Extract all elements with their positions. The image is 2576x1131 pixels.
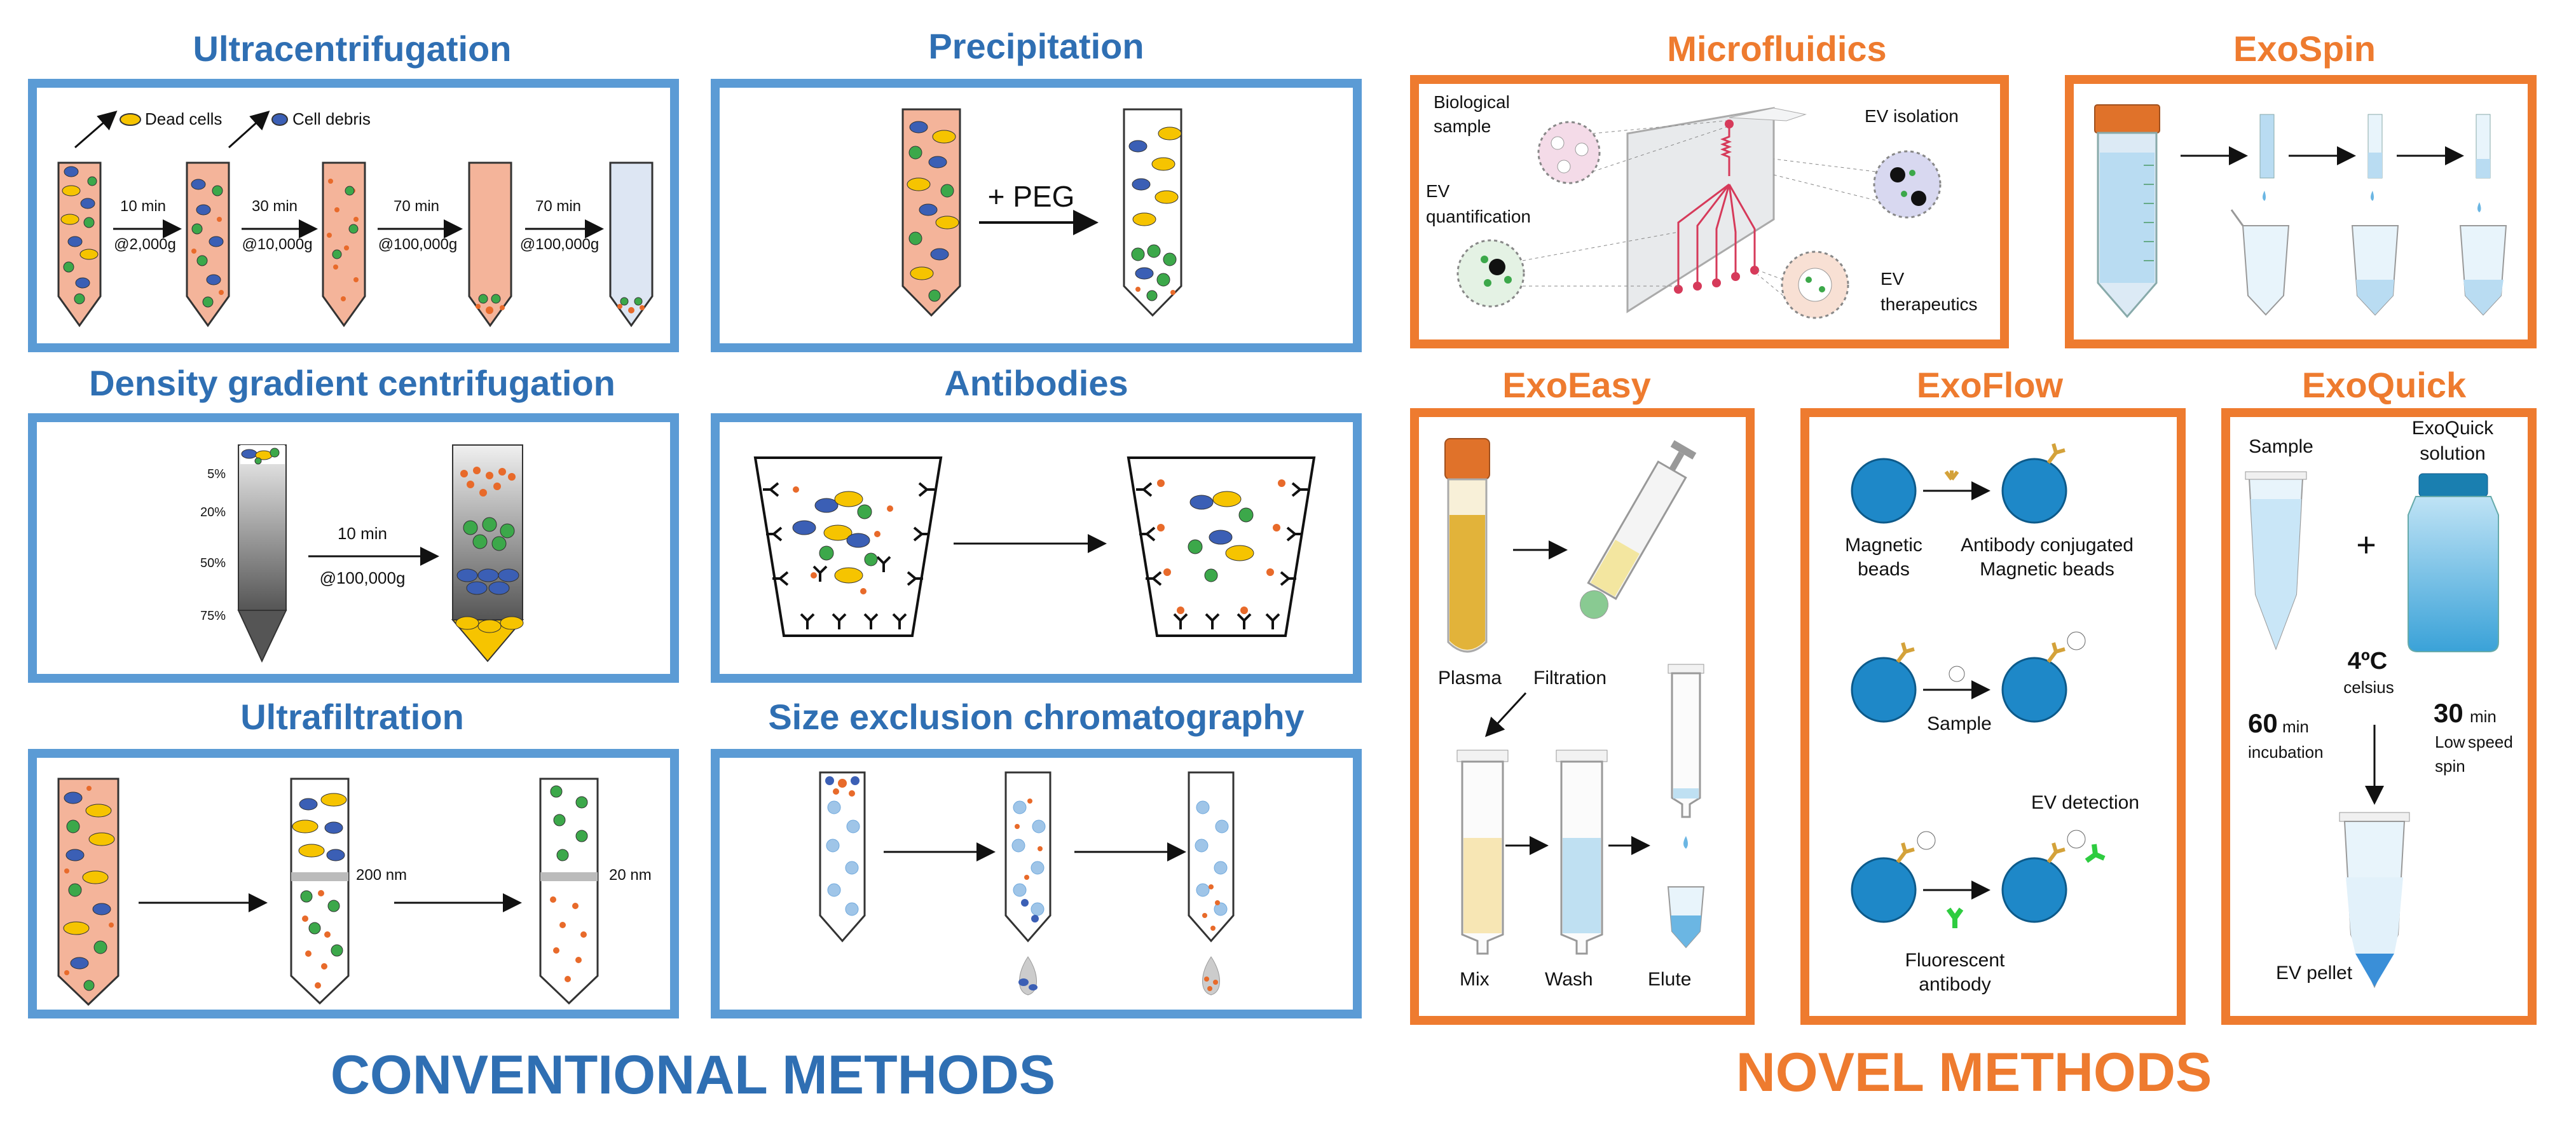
antibody-well-2 [1127, 456, 1316, 637]
uc-step-1-force: @2,000g [114, 236, 176, 253]
exoeasy-diagram: Plasma Filtration Mix Wash [1438, 438, 1705, 990]
ab-beads-label-2: Magnetic beads [1980, 559, 2114, 580]
exoquick-diagram: Sample + ExoQuick solution 4ºC celsius 6… [2245, 418, 2513, 989]
exoquick-solution-label-1: ExoQuick [2412, 418, 2494, 439]
mix-label: Mix [1460, 969, 1490, 990]
density-gradient-diagram: 5% 20% 50% 75% 10 min @100,000g [200, 444, 524, 663]
sample-label: Sample [1927, 713, 1992, 734]
dead-cells-legend-text: Dead cells [145, 109, 222, 128]
antibody-well-1 [753, 456, 943, 637]
spin-label-low: Low [2435, 732, 2465, 751]
ultracentrifugation-title: Ultracentrifugation [193, 29, 512, 69]
magnetic-bead-icon [1851, 458, 1917, 524]
ev-therapeutics-label-2: therapeutics [1881, 294, 1978, 314]
exospin-title: ExoSpin [2233, 29, 2376, 69]
biological-sample-label-1: Biological [1434, 92, 1510, 112]
microfluidic-chip [1626, 107, 1775, 313]
peg-label: + PEG [988, 180, 1075, 213]
uc-tube-3 [322, 161, 366, 327]
density-level-50: 50% [200, 556, 226, 570]
incubation-unit: min [2282, 717, 2309, 736]
density-level-20: 20% [200, 505, 226, 519]
precipitation-panel [711, 79, 1362, 352]
novel-methods-label: NOVEL METHODS [1736, 1042, 2212, 1103]
uc-tube-4 [468, 161, 512, 327]
density-gradient-title: Density gradient centrifugation [89, 363, 615, 403]
exoflow-diagram: Magnetic beads Antibody conjugated Magne… [1845, 443, 2139, 995]
sec-diagram [819, 771, 1235, 996]
ultrafiltration-title: Ultrafiltration [240, 697, 464, 737]
sec-title: Size exclusion chromatography [768, 697, 1305, 737]
density-force: @100,000g [320, 568, 406, 587]
microfluidics-title: Microfluidics [1667, 29, 1887, 69]
ab-beads-label-1: Antibody conjugated [1961, 535, 2134, 556]
cell-debris-legend-text: Cell debris [292, 109, 371, 128]
filter-200nm-label: 200 nm [356, 867, 407, 884]
incubation-value: 60 [2248, 708, 2278, 738]
uc-step-3-force: @100,000g [378, 236, 457, 253]
filtration-label: Filtration [1533, 668, 1607, 689]
uc-step-4-time: 70 min [535, 198, 581, 215]
precip-tube-after [1123, 108, 1182, 317]
ultrafiltration-diagram: 200 nm 20 nm [57, 778, 652, 1006]
density-level-75: 75% [200, 609, 226, 623]
ultracentrifugation-diagram: Dead cells Cell debris [57, 109, 654, 327]
spin-value: 30 [2434, 698, 2463, 728]
precipitation-title: Precipitation [928, 26, 1144, 66]
uc-step-2-force: @10,000g [242, 236, 312, 253]
ev-isolation-label: EV isolation [1865, 106, 1959, 126]
ev-therapeutics-label-1: EV [1881, 269, 1905, 289]
fluorescent-label-2: antibody [1919, 974, 1990, 995]
density-time: 10 min [338, 524, 387, 543]
density-level-5: 5% [207, 467, 226, 481]
plus-sign: + [2356, 526, 2376, 564]
plasma-label: Plasma [1438, 668, 1502, 689]
magnetic-beads-label-2: beads [1858, 559, 1910, 580]
uc-step-1-time: 10 min [120, 198, 166, 215]
dead-cell-legend-icon [120, 113, 141, 126]
ev-quantification-label-2: quantification [1426, 207, 1531, 226]
antibodies-title: Antibodies [944, 363, 1128, 403]
exoflow-title: ExoFlow [1916, 365, 2064, 405]
precipitation-diagram: + PEG [901, 108, 1182, 317]
uc-tube-5 [609, 161, 654, 327]
exoquick-solution-label-2: solution [2420, 443, 2485, 464]
cell-debris-legend-icon [271, 113, 288, 126]
uc-tube-2 [186, 161, 230, 327]
elute-label: Elute [1648, 969, 1691, 990]
uc-step-2-time: 30 min [252, 198, 298, 215]
temperature-unit: celsius [2343, 678, 2394, 697]
biological-sample-label-2: sample [1434, 116, 1491, 136]
magnetic-beads-label-1: Magnetic [1845, 535, 1922, 556]
incubation-label: incubation [2248, 743, 2324, 762]
ev-detection-label: EV detection [2031, 792, 2139, 813]
uc-step-3-time: 70 min [394, 198, 439, 215]
spin-label-spin: spin [2435, 757, 2465, 776]
temperature-value: 4ºC [2348, 648, 2387, 675]
uc-step-4-force: @100,000g [520, 236, 599, 253]
wash-label: Wash [1545, 969, 1593, 990]
exoquick-title: ExoQuick [2301, 365, 2467, 405]
spin-unit: min [2470, 707, 2497, 726]
spin-label-speed: speed [2468, 732, 2513, 751]
density-gradient-panel [28, 413, 679, 683]
ev-pellet-label: EV pellet [2276, 963, 2353, 984]
exoeasy-title: ExoEasy [1502, 365, 1651, 405]
exospin-diagram [2094, 104, 2507, 319]
filter-20nm-label: 20 nm [609, 867, 652, 884]
microfluidics-diagram: Biological sample EV isolation EV quanti… [1426, 92, 1978, 319]
antibodies-diagram [753, 456, 1316, 637]
ev-quantification-label-1: EV [1426, 181, 1450, 201]
conventional-methods-label: CONVENTIONAL METHODS [330, 1045, 1056, 1106]
fluorescent-label-1: Fluorescent [1905, 950, 2005, 971]
exoquick-sample-label: Sample [2249, 436, 2313, 457]
